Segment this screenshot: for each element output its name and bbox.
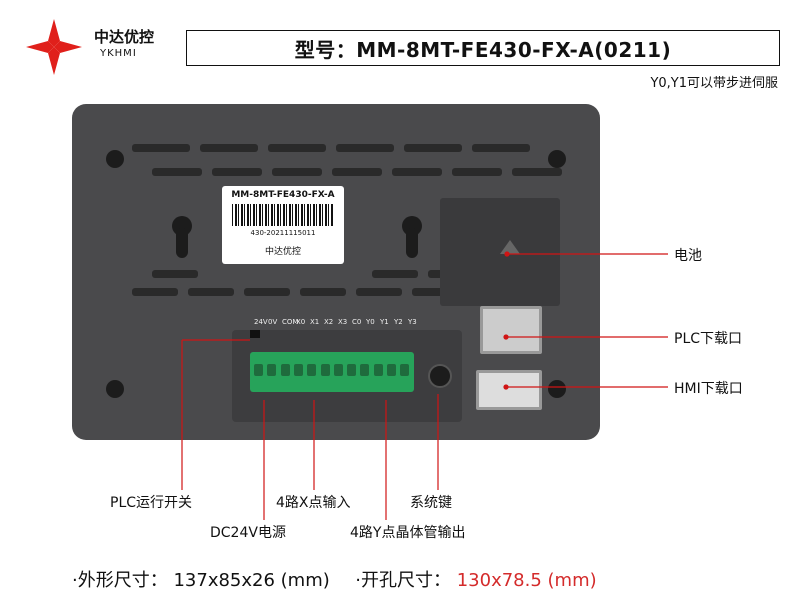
callout-sys-key: 系统键 <box>410 495 452 511</box>
logo-star-icon <box>26 19 82 75</box>
model-title: 型号：MM-8MT-FE430-FX-A(0211) <box>186 30 780 66</box>
callout-hmi-port: HMI下载口 <box>674 381 743 397</box>
outer-size-label: ·外形尺寸： <box>72 570 168 591</box>
callout-power: DC24V电源 <box>210 525 286 541</box>
callout-x-inputs: 4路X点输入 <box>276 495 351 511</box>
keyhole-mount <box>170 216 194 262</box>
terminal-screw <box>293 364 303 376</box>
logo-cn-text: 中达优控 <box>94 28 155 46</box>
terminal-label: COM <box>282 318 299 326</box>
callout-plc-switch: PLC运行开关 <box>110 495 193 511</box>
label-model: MM-8MT-FE430-FX-A <box>231 190 335 200</box>
callout-battery: 电池 <box>674 248 702 264</box>
mount-hole <box>106 380 124 398</box>
terminal-screw <box>320 364 330 376</box>
label-brand: 中达优控 <box>264 247 301 257</box>
terminal-screw <box>400 364 410 376</box>
cutout-size-label: ·开孔尺寸： <box>355 570 451 591</box>
mount-hole <box>106 150 124 168</box>
product-label: MM-8MT-FE430-FX-A 430-20211115011 中达优控 <box>222 186 344 264</box>
outer-size-value: 137x85x26 (mm) <box>173 570 330 591</box>
label-serial: 430-20211115011 <box>250 229 316 237</box>
terminal-label: X1 <box>310 318 320 326</box>
terminal-label: X3 <box>338 318 348 326</box>
terminal-screw <box>373 364 383 376</box>
terminal-screw <box>254 364 263 376</box>
system-key[interactable] <box>428 364 452 388</box>
barcode <box>232 204 334 226</box>
terminal-screw <box>387 364 396 376</box>
terminal-label: C0 <box>352 318 362 326</box>
usb-a-port[interactable] <box>476 370 542 410</box>
terminal-screw <box>333 364 343 376</box>
terminal-screw <box>280 364 290 376</box>
run-switch[interactable] <box>250 330 260 338</box>
logo-en-text: YKHMI <box>100 48 137 59</box>
terminal-block <box>250 352 414 392</box>
terminal-label: 0V <box>268 318 278 326</box>
mount-hole <box>548 150 566 168</box>
stepper-note: Y0,Y1可以带步进伺服 <box>650 76 778 91</box>
terminal-label: Y3 <box>408 318 417 326</box>
terminal-label: Y0 <box>366 318 375 326</box>
terminal-screw <box>307 364 317 376</box>
terminal-label: X2 <box>324 318 334 326</box>
terminal-screw <box>267 364 277 376</box>
battery-cover <box>440 198 560 306</box>
terminal-label: Y2 <box>394 318 403 326</box>
brand-logo: 中达优控 YKHMI <box>22 14 172 75</box>
device-back-panel: MM-8MT-FE430-FX-A 430-20211115011 中达优控 2… <box>72 104 600 440</box>
callout-y-outputs: 4路Y点晶体管输出 <box>350 525 466 541</box>
cutout-size-value: 130x78.5 (mm) <box>456 570 597 591</box>
usb-b-port[interactable] <box>480 306 542 354</box>
terminal-label: 24V <box>254 318 268 326</box>
keyhole-mount <box>400 216 424 262</box>
terminal-label: X0 <box>296 318 306 326</box>
spec-row: ·外形尺寸： 137x85x26 (mm) ·开孔尺寸： 130x78.5 (m… <box>72 566 597 592</box>
vent-slots <box>92 288 512 302</box>
vent-slots <box>92 144 582 158</box>
callout-plc-port: PLC下载口 <box>674 331 743 347</box>
terminal-label: Y1 <box>380 318 389 326</box>
terminal-screw <box>347 364 357 376</box>
mount-hole <box>548 380 566 398</box>
terminal-screw <box>360 364 370 376</box>
vent-slots <box>92 168 582 182</box>
